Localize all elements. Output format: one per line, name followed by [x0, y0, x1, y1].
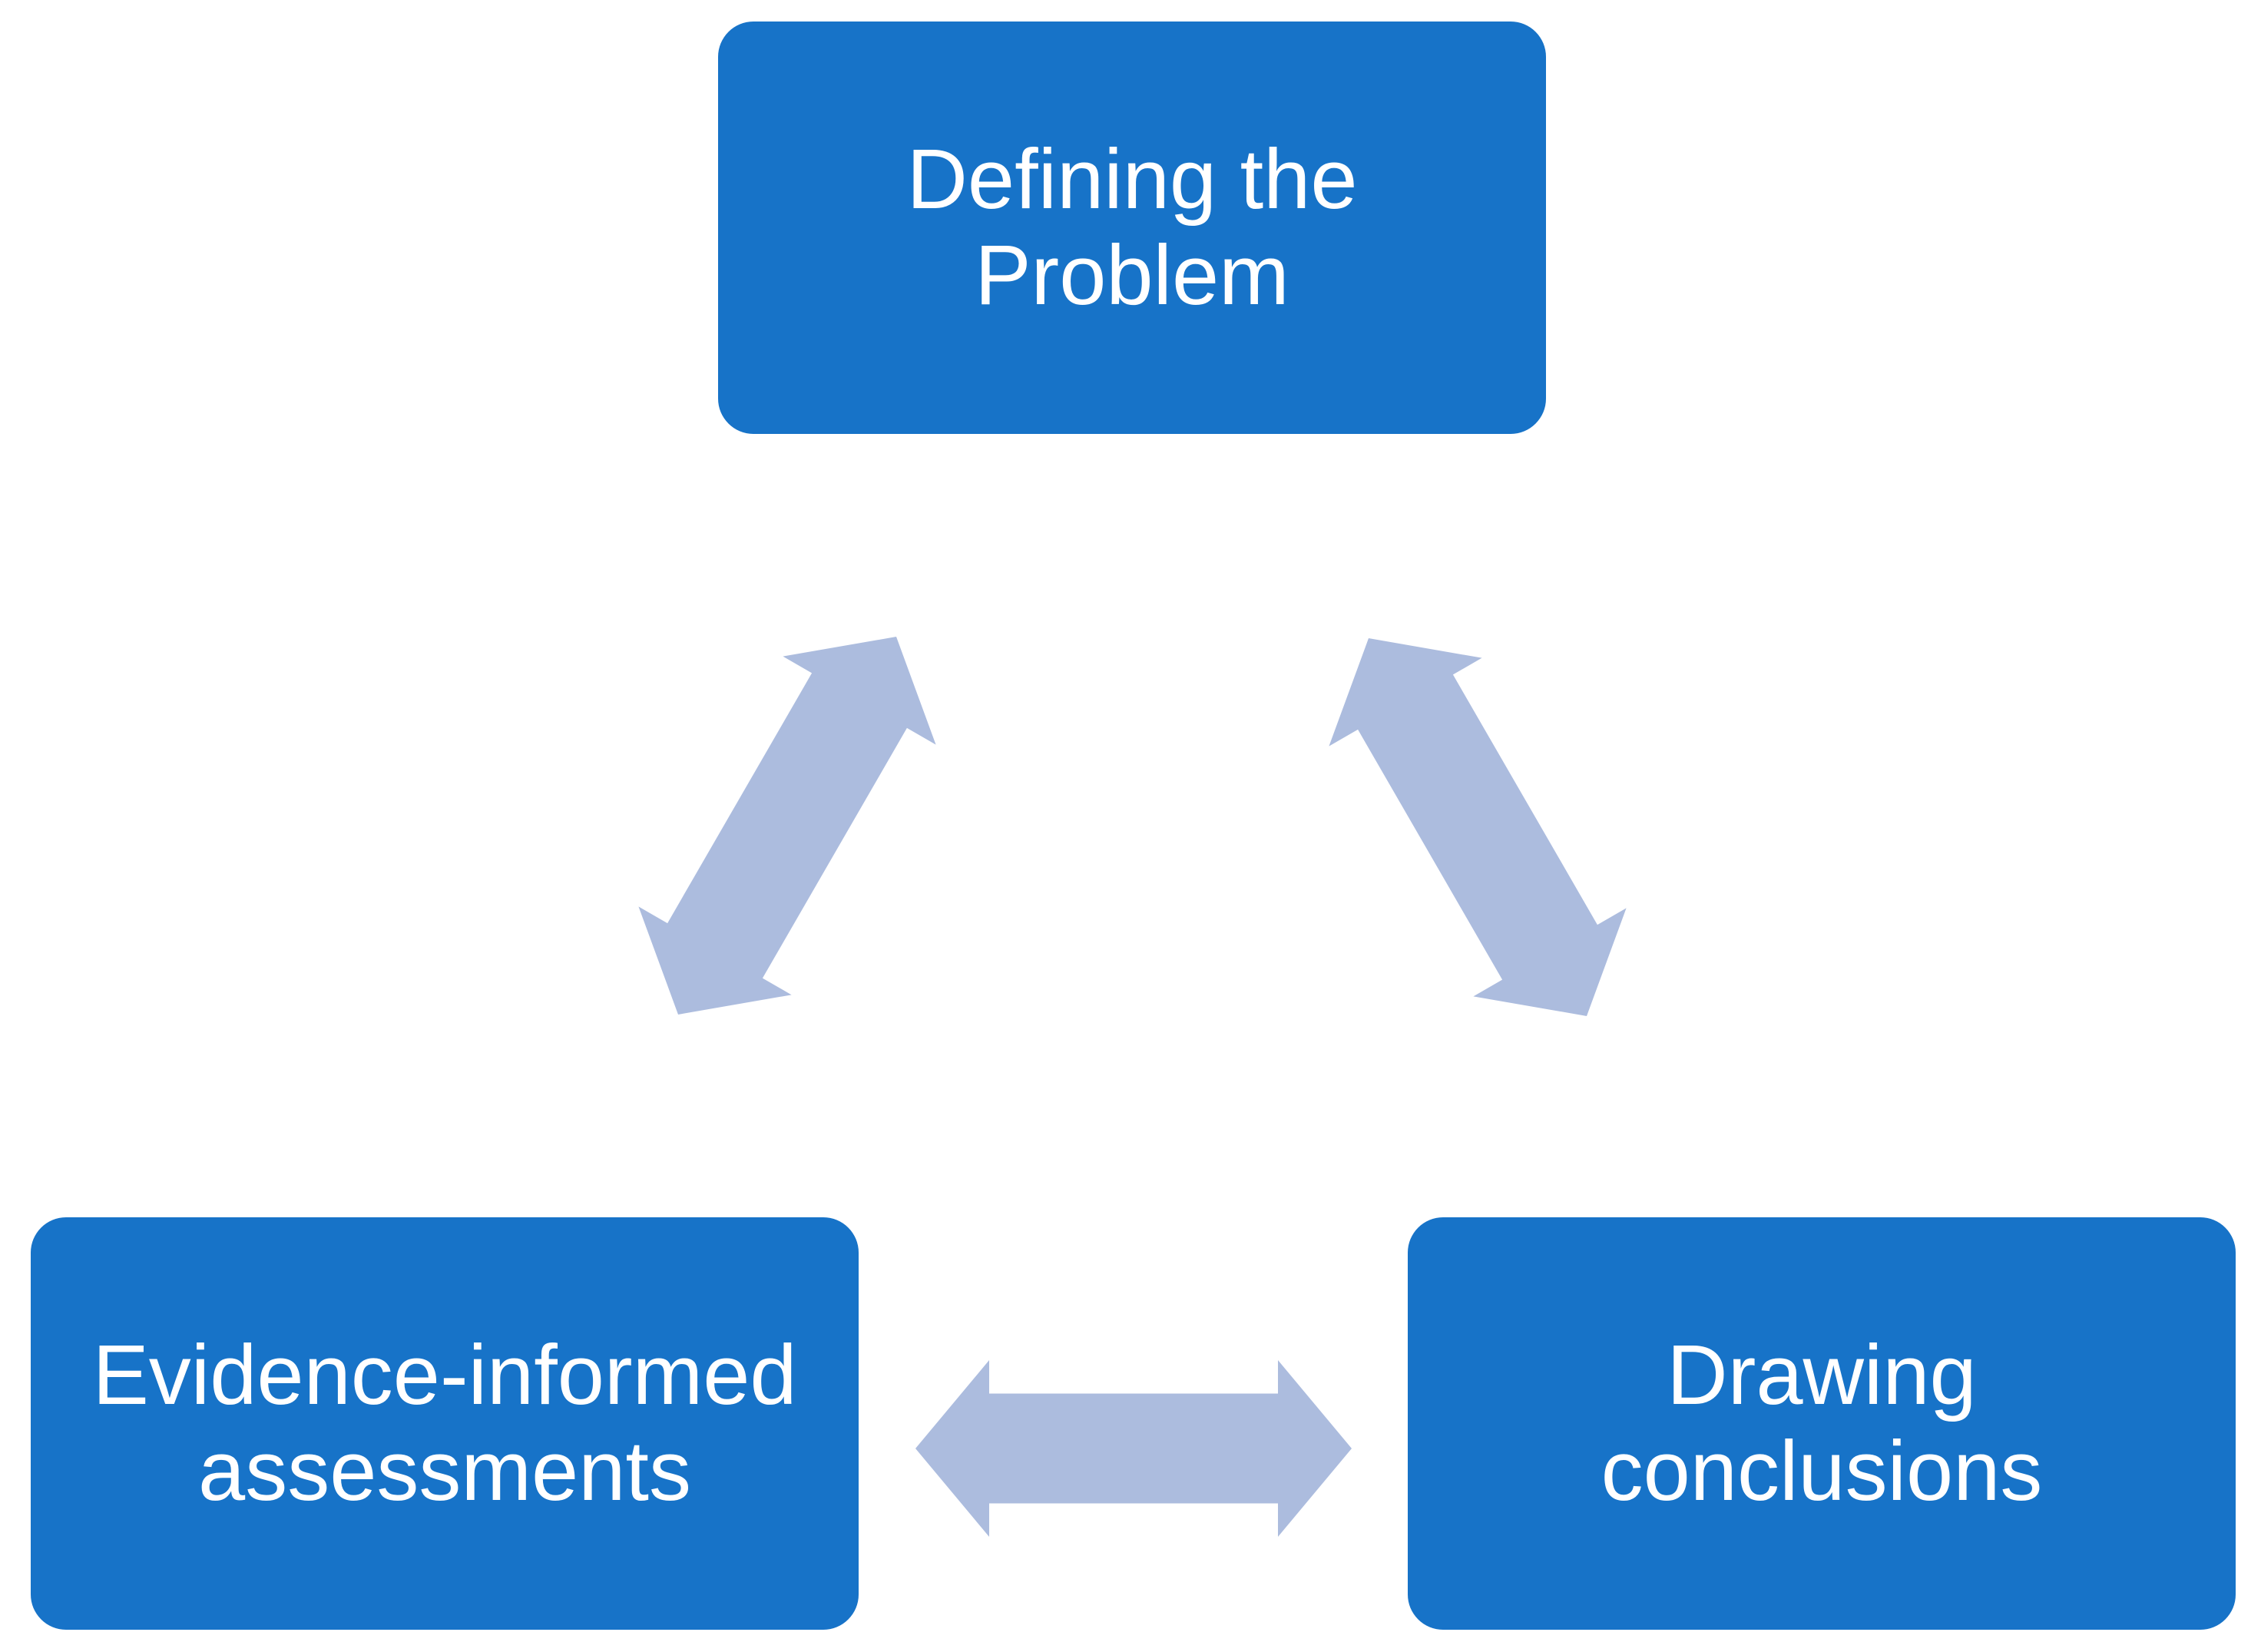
double-arrow-icon-top-left: [601, 593, 972, 1059]
double-arrow-icon-bottom: [915, 1360, 1352, 1537]
node-drawing-conclusions: Drawing conclusions: [1408, 1217, 2236, 1630]
node-drawing-conclusions-label: Drawing conclusions: [1601, 1328, 2043, 1518]
node-evidence-informed-assessments-label: Evidence-informed assessments: [92, 1328, 797, 1518]
node-defining-the-problem-label: Defining the Problem: [906, 132, 1358, 323]
node-defining-the-problem: Defining the Problem: [718, 22, 1546, 434]
node-evidence-informed-assessments: Evidence-informed assessments: [31, 1217, 859, 1630]
double-arrow-icon-top-right: [1292, 594, 1663, 1061]
